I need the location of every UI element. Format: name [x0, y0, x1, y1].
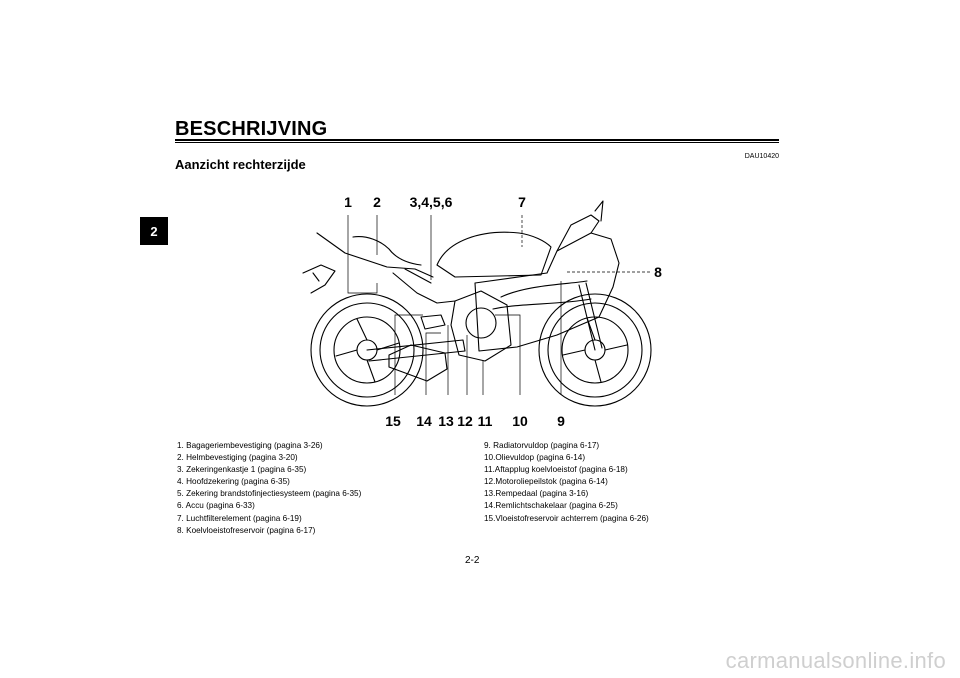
page-number: 2-2 [465, 555, 480, 566]
motorcycle-diagram: 1 2 3,4,5,6 7 8 15 14 13 12 11 10 9 [302, 194, 662, 429]
front-fork [578, 282, 603, 351]
title-rule [175, 139, 779, 141]
legend-item: 4. Hoofdzekering (pagina 6-35) [177, 477, 290, 487]
callout-13: 13 [438, 413, 454, 429]
callout-14: 14 [416, 413, 432, 429]
leader-15 [394, 314, 423, 395]
fuel-tank [436, 231, 552, 278]
callout-8: 8 [654, 264, 662, 280]
rear-frame [392, 268, 456, 304]
legend-item: 8. Koelvloeistofreservoir (pagina 6-17) [177, 525, 316, 535]
callout-10: 10 [512, 413, 528, 429]
legend-item: 9. Radiatorvuldop (pagina 6-17) [484, 441, 600, 450]
legend-item: 12.Motoroliepeilstok (pagina 6-14) [484, 477, 608, 487]
title-rule-thin [175, 142, 779, 143]
legend-item: 2. Helmbevestiging (pagina 3-20) [177, 453, 298, 463]
legend-right: 9. Radiatorvuldop (pagina 6-17) 10.Oliev… [484, 440, 649, 525]
subtitle: Aanzicht rechterzijde [175, 157, 306, 172]
leader-14 [425, 332, 441, 395]
engine-cover [465, 307, 497, 339]
legend-item: 10.Olievuldop (pagina 6-14) [484, 453, 586, 463]
legend-item: 14.Remlichtschakelaar (pagina 6-25) [484, 501, 618, 511]
callout-3-6: 3,4,5,6 [410, 194, 453, 210]
section-title: BESCHRIJVING [175, 118, 328, 140]
footpeg [420, 314, 446, 330]
callout-12: 12 [457, 413, 473, 429]
callout-15: 15 [385, 413, 401, 429]
fairing [474, 232, 620, 352]
chapter-tab: 2 [140, 217, 168, 245]
watermark: carmanualsonline.info [725, 648, 946, 673]
engine [450, 290, 512, 362]
callout-11: 11 [478, 413, 493, 429]
windscreen [556, 214, 600, 252]
swingarm [366, 339, 466, 362]
leader-10 [495, 314, 521, 395]
seat [352, 236, 422, 266]
document-code: DAU10420 [744, 153, 779, 160]
legend-item: 6. Accu (pagina 6-33) [177, 501, 255, 511]
legend-item: 3. Zekeringenkastje 1 (pagina 6-35) [177, 465, 307, 475]
callout-1: 1 [344, 194, 352, 210]
rear-fender [302, 264, 336, 294]
leader-1 [347, 215, 378, 294]
legend-item: 7. Luchtfilterelement (pagina 6-19) [177, 513, 302, 523]
legend-left: 1. Bagageriembevestiging (pagina 3-26) 2… [177, 440, 361, 537]
fairing-inner [492, 280, 592, 310]
legend-item: 11.Aftapplug koelvloeistof (pagina 6-18) [484, 465, 628, 475]
legend-item: 5. Zekering brandstofinjectiesysteem (pa… [177, 489, 362, 499]
callout-2: 2 [373, 194, 381, 210]
exhaust [388, 344, 448, 382]
legend-item: 1. Bagageriembevestiging (pagina 3-26) [177, 441, 323, 450]
legend-item: 15.Vloeistofreservoir achterrem (pagina … [484, 513, 649, 523]
legend-item: 13.Rempedaal (pagina 3-16) [484, 489, 589, 499]
front-wheel [538, 293, 652, 407]
callout-7: 7 [518, 194, 526, 210]
mirror [594, 200, 604, 222]
tail-section [316, 232, 434, 278]
callout-9: 9 [557, 413, 565, 429]
